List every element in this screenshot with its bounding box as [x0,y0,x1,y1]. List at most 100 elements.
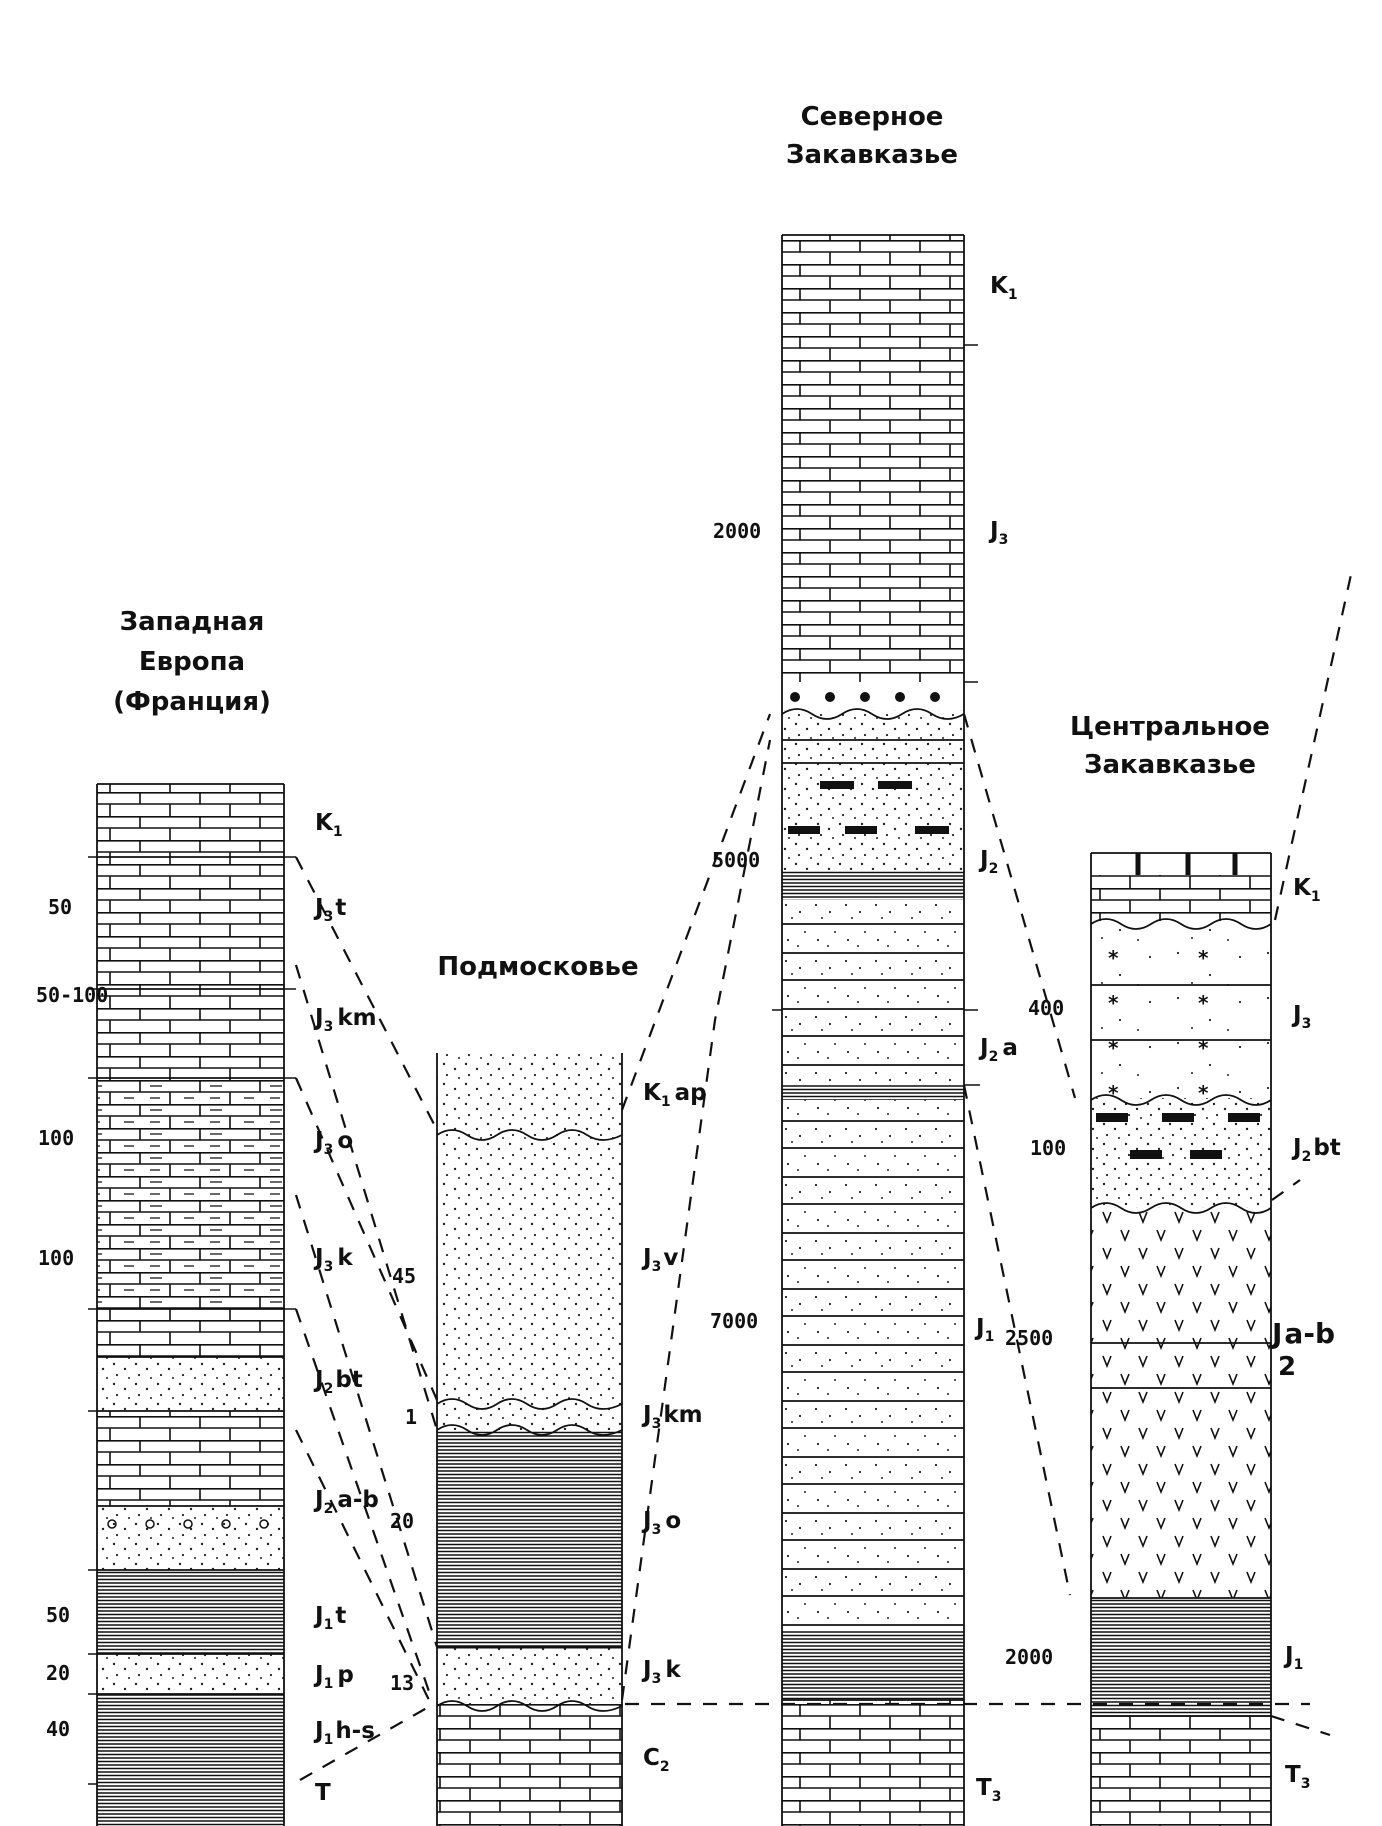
unit-label: J3 [988,518,1008,548]
thickness-label: 5000 [712,848,760,872]
layer-tuff-sand [1091,921,1271,1098]
thickness-labels-western-europe: 50 50-100 100 100 50 20 40 [36,895,108,1741]
layer-shale [97,1694,284,1826]
layer-limestone [97,1411,284,1506]
layer-sand [437,1647,622,1703]
unit-label: J3 [1291,1002,1311,1032]
layer-limestone [97,989,284,1078]
layer-clay [437,1430,622,1647]
layer-shale-sand [782,900,964,1085]
correlation-line [1273,569,1354,921]
unit-label: T3 [1285,1762,1310,1792]
thickness-label: 40 [46,1717,70,1741]
title-central-transcaucasia: Центральное Закавказье [1070,712,1270,780]
layer-volcanics [1091,1208,1271,1598]
unit-label: C2 [643,1745,670,1775]
unit-label: K1 [315,810,343,840]
thickness-label: 1 [405,1405,417,1429]
thickness-label: 45 [392,1264,416,1288]
layer-shale [1091,1598,1271,1716]
thickness-label: 2000 [713,519,761,543]
layer-limestone [782,345,964,682]
title-line: (Франция) [113,687,271,717]
unit-label: J2 [978,847,998,877]
layer-limestone [1091,875,1271,921]
layer-marly-limestone [97,1195,284,1309]
coal-lenses [1096,1113,1260,1159]
layer-sandstone [782,710,964,870]
thickness-label: 13 [390,1671,414,1695]
correlation-line [1271,1179,1301,1201]
layer-limestone [1091,1716,1271,1826]
thickness-label: 7000 [710,1309,758,1333]
layer-limestone [1091,853,1271,875]
layer-limestone [782,1700,964,1826]
column-boundaries [96,783,285,1826]
layer-sandstone [97,1654,284,1694]
column-central-transcaucasia: K1 J3 J2bt Ja-b 2 J1 T3 400 100 2500 200… [1005,852,1341,1826]
correlation-line [620,713,772,1111]
unit-label: J3km [641,1402,703,1432]
layer-shale [782,870,964,900]
correlation-line [294,1077,439,1401]
unit-label: T [315,1780,331,1806]
unit-label: J3v [641,1245,678,1275]
title-moscow-region: Подмосковье [437,952,638,982]
unit-label: J2bt [313,1367,363,1397]
correlation-line [962,1084,1072,1596]
unit-label: J2bt [1291,1135,1341,1165]
title-line: Центральное [1070,712,1270,742]
layer-limestone [437,1703,622,1826]
layer-oolitic-sand [97,1506,284,1570]
layer-limestone [97,784,284,857]
thickness-label: 100 [38,1246,74,1270]
layer-marly-limestone [97,1078,284,1195]
layer-limestone [97,1309,284,1357]
unit-label: Ja-b [1270,1317,1335,1350]
title-line: Закавказье [1084,750,1256,780]
column-boundaries [1090,852,1272,1826]
thickness-label: 20 [46,1661,70,1685]
unit-label: J1t [313,1603,346,1633]
coal-lenses [788,781,949,834]
unit-label: J3t [313,895,346,925]
thickness-label: 50 [46,1603,70,1627]
boundary-ticks [772,344,980,1086]
unit-label: J1 [1283,1643,1303,1673]
column-boundaries [781,234,965,1826]
layer-shale [782,1630,964,1700]
thickness-label: 2500 [1005,1326,1053,1350]
unit-label: J1 [974,1315,994,1345]
layer-limestone [97,857,284,989]
layer-shale [97,1570,284,1654]
layer-shale [782,1085,964,1100]
title-line: Закавказье [786,140,958,170]
conglomerate-dots [790,692,940,702]
title-line: Северное [801,102,944,132]
layer-sand [437,1130,622,1400]
unit-labels-central-transcaucasia: K1 J3 J2bt Ja-b 2 J1 T3 [1270,875,1341,1792]
thickness-label: 50-100 [36,983,108,1007]
thickness-labels-central-transcaucasia: 400 100 2500 2000 [1005,996,1066,1669]
thickness-label: 50 [48,895,72,919]
title-line: Подмосковье [437,952,638,982]
layer-limestone [782,235,964,345]
layer-shale-sand [782,1100,964,1630]
ooids [107,1519,269,1529]
unit-label: T3 [976,1775,1001,1805]
unit-label: J1h-s [313,1718,375,1748]
layer-sandstone [97,1357,284,1411]
correlation-line [294,964,439,1431]
